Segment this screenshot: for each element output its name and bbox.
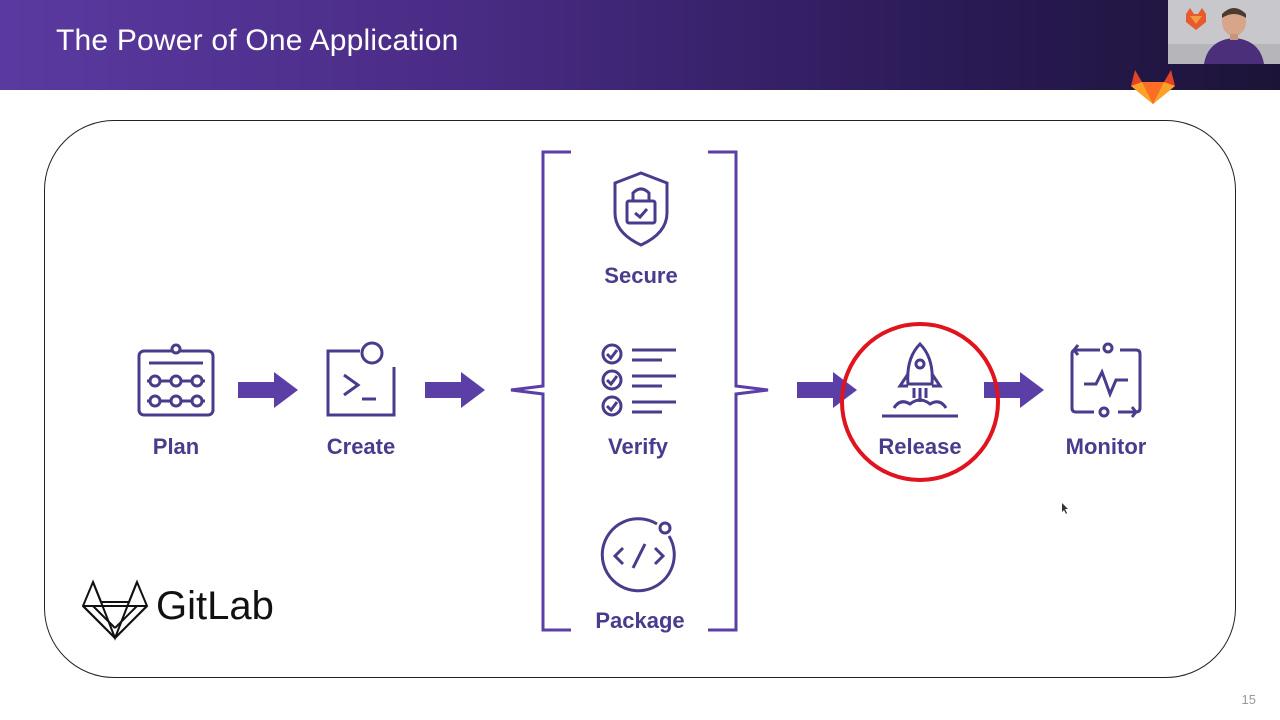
monitor-icon xyxy=(1070,342,1142,418)
slide-title: The Power of One Application xyxy=(56,24,459,57)
create-icon xyxy=(326,341,396,417)
stage-label-package: Package xyxy=(595,608,685,633)
stage-label-monitor: Monitor xyxy=(1065,434,1147,459)
gitlab-logo-icon xyxy=(81,579,149,641)
fox-logo-icon xyxy=(1131,70,1175,104)
stage-label-release: Release xyxy=(878,434,962,459)
left-brace-icon xyxy=(510,150,571,632)
right-brace-icon xyxy=(708,150,769,632)
slide-header: The Power of One Application xyxy=(0,0,1280,90)
stage-label-plan: Plan xyxy=(152,434,200,459)
verify-icon xyxy=(601,343,676,417)
mouse-cursor-icon xyxy=(1062,503,1068,514)
secure-icon xyxy=(613,171,669,247)
release-icon xyxy=(882,341,958,418)
page-number: 15 xyxy=(1241,692,1256,707)
arrow-plan-to-create xyxy=(238,372,298,408)
gitlab-logo-text: GitLab xyxy=(156,584,274,628)
package-icon xyxy=(600,517,676,593)
arrow-create-to-group xyxy=(425,372,485,408)
release-highlight-circle xyxy=(840,322,1000,482)
plan-icon xyxy=(137,343,215,417)
stage-label-create: Create xyxy=(326,434,396,459)
presenter-webcam xyxy=(1168,0,1280,64)
stage-label-verify: Verify xyxy=(608,434,668,459)
stage-label-secure: Secure xyxy=(604,263,678,288)
arrow-release-to-monitor xyxy=(984,372,1044,408)
presenter-video-frame xyxy=(1168,0,1280,64)
content-frame xyxy=(44,120,1236,678)
